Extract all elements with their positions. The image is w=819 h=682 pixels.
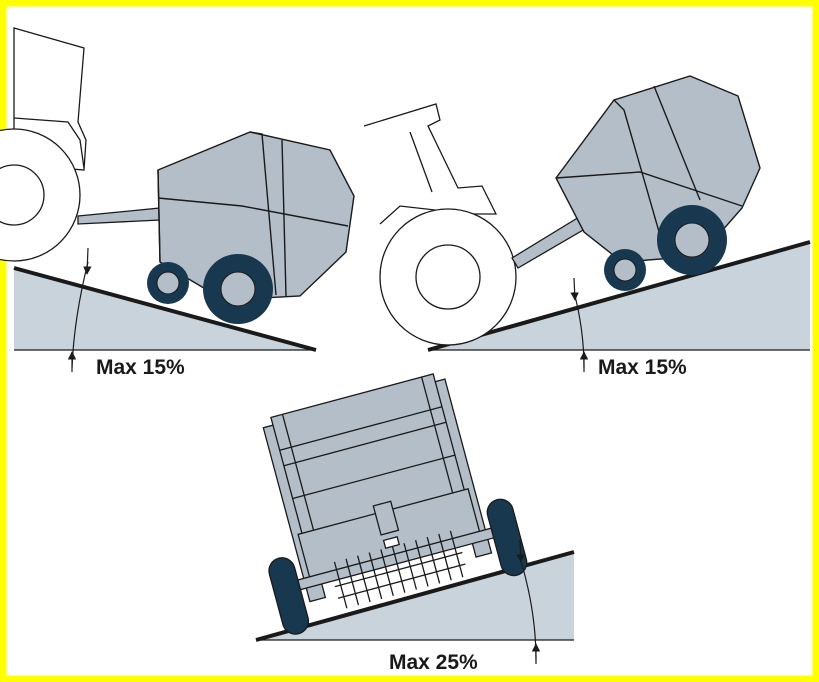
slope-limit-label-side: Max 25% (389, 651, 478, 674)
angle-indicator-1 (67, 247, 92, 372)
wheel-small-2 (604, 249, 646, 291)
slope-line-1 (13, 266, 317, 352)
slope-line-2 (427, 240, 811, 352)
wheel-large-1 (203, 254, 273, 324)
angle-indicator-3 (516, 539, 541, 664)
wheel-large-2 (657, 205, 727, 275)
tractor-outline-1 (0, 27, 87, 262)
baler-rear-3 (262, 373, 528, 635)
slope-limit-label-rear: Max 15% (96, 356, 185, 379)
drawbar-1 (77, 207, 161, 225)
angle-indicator-2 (570, 277, 589, 372)
scene-uphill (363, 75, 811, 372)
tractor-outline-2 (363, 103, 517, 346)
wheel-small-1 (147, 262, 189, 304)
scene-sideslope (255, 373, 575, 664)
scene-downhill (0, 27, 355, 372)
slope-limit-label-front: Max 15% (598, 356, 687, 379)
